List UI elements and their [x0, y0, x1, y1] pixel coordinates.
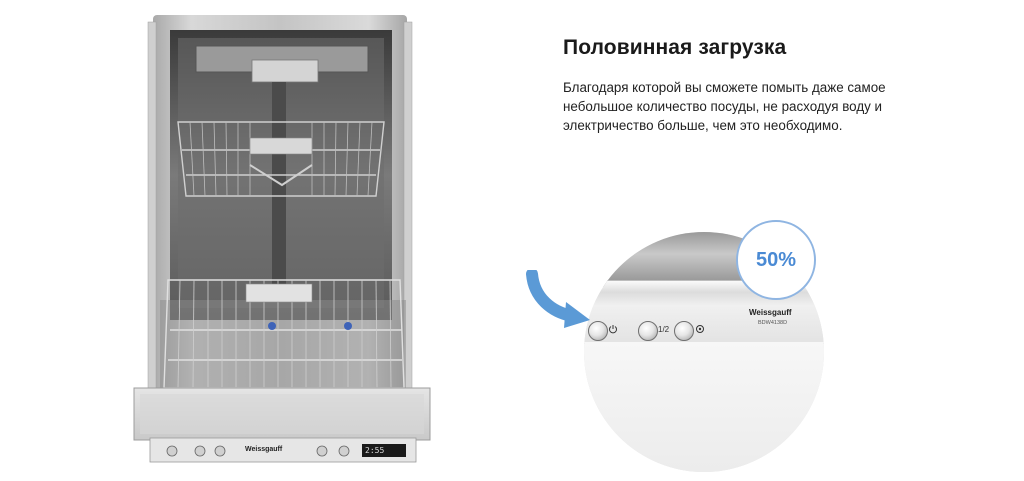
door-surface [584, 342, 824, 472]
badge-value: 50% [755, 248, 797, 271]
appliance-panel-brand: Weissgauff [245, 446, 283, 453]
half-load-badge: 50% [736, 220, 816, 300]
appliance-display: 2:55 [362, 444, 406, 457]
feature-description: Благодаря которой вы сможете помыть даже… [563, 80, 886, 133]
zoom-brand: Weissgauff [749, 308, 792, 317]
feature-title: Половинная загрузка [563, 36, 787, 59]
half-load-button[interactable] [638, 321, 658, 341]
program-button[interactable] [674, 321, 694, 341]
wash-program-icon [696, 325, 704, 333]
power-button[interactable] [588, 321, 608, 341]
zoom-model: BDW4138D [758, 320, 788, 326]
pointer-arrow-icon [526, 270, 590, 328]
power-icon [609, 325, 617, 334]
half-load-label: 1/2 [658, 325, 670, 334]
